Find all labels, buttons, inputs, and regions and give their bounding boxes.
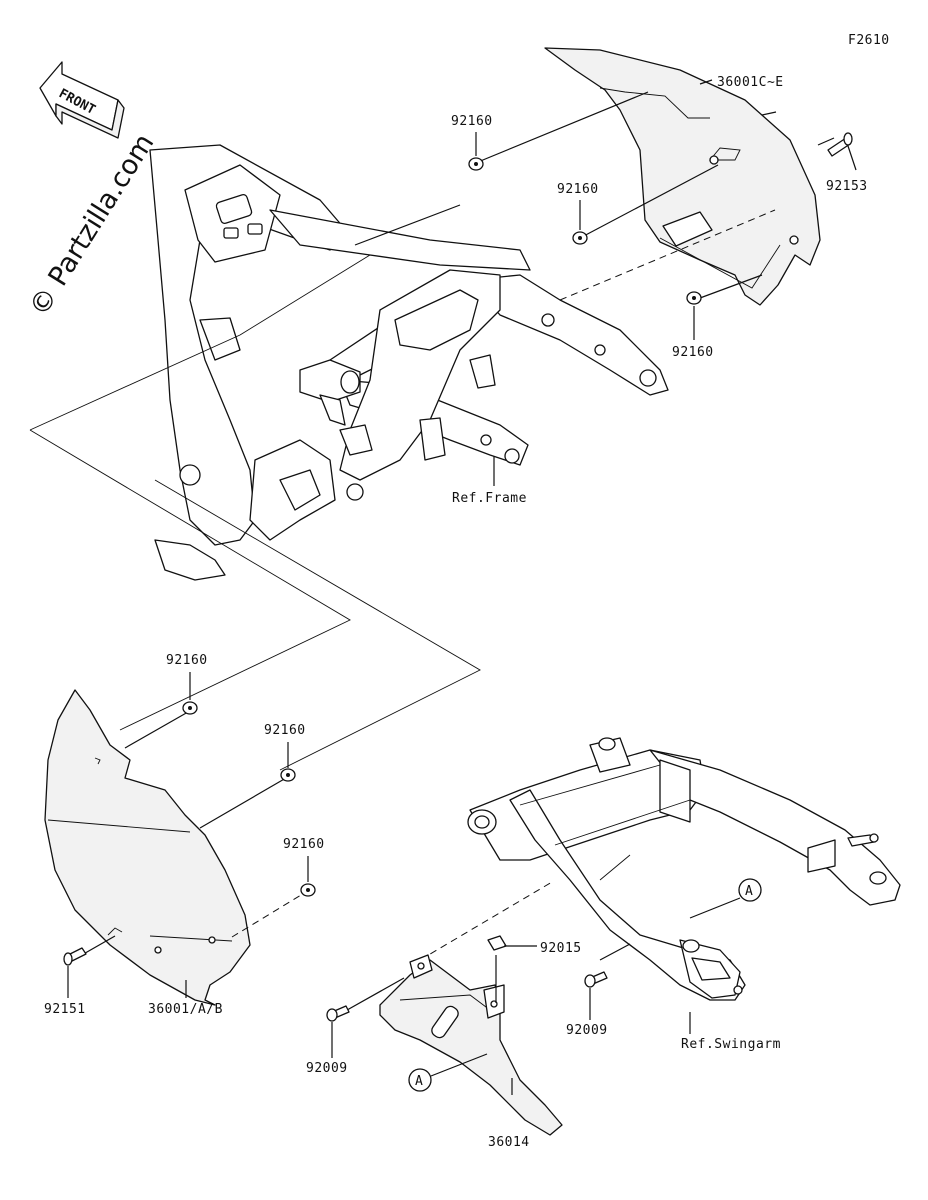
label-nut-top: 92160	[451, 114, 493, 129]
marker-a-guard: A	[408, 1068, 432, 1092]
frame-drawing	[29, 144, 669, 771]
nut-mid-right-icon	[572, 231, 588, 245]
bolt-right-icon	[827, 132, 853, 157]
watermark: © Partzilla.com	[24, 129, 161, 322]
figure-id: F2610	[848, 33, 890, 48]
nut-left-2-icon	[280, 768, 296, 782]
label-bolt-guard-right: 92009	[566, 1023, 608, 1038]
front-arrow-icon: FRONT	[39, 61, 125, 139]
label-cover-right: 36001C~E	[717, 75, 784, 90]
nut-left-3-icon	[300, 883, 316, 897]
marker-a-swingarm: A	[738, 878, 762, 902]
left-side-cover-drawing	[44, 689, 251, 1006]
label-nut-left-1: 92160	[166, 653, 208, 668]
label-nut-mid-right: 92160	[557, 182, 599, 197]
label-nut-left-3: 92160	[283, 837, 325, 852]
nut-lower-right-icon	[686, 291, 702, 305]
swingarm-drawing	[467, 737, 901, 1001]
bolt-left-icon	[63, 947, 87, 966]
bolt-guard-left-icon	[326, 1005, 350, 1022]
label-ref-swingarm: Ref.Swingarm	[681, 1037, 781, 1052]
svg-text:A: A	[415, 1074, 423, 1089]
chain-guard-drawing	[379, 954, 563, 1136]
label-bolt-right: 92153	[826, 179, 868, 194]
label-nut-left-2: 92160	[264, 723, 306, 738]
label-chain-guard: 36014	[488, 1135, 530, 1150]
nut-left-1-icon	[182, 701, 198, 715]
right-side-cover-drawing	[544, 47, 821, 306]
nut-top-icon	[468, 157, 484, 171]
collar-icon	[487, 935, 507, 951]
label-ref-frame: Ref.Frame	[452, 491, 527, 506]
label-bolt-left: 92151	[44, 1002, 86, 1017]
label-collar: 92015	[540, 941, 582, 956]
label-nut-lower-right: 92160	[672, 345, 714, 360]
svg-text:A: A	[745, 884, 753, 899]
label-cover-left: 36001/A/B	[148, 1002, 223, 1017]
label-bolt-guard-left: 92009	[306, 1061, 348, 1076]
bolt-guard-right-icon	[584, 971, 608, 988]
